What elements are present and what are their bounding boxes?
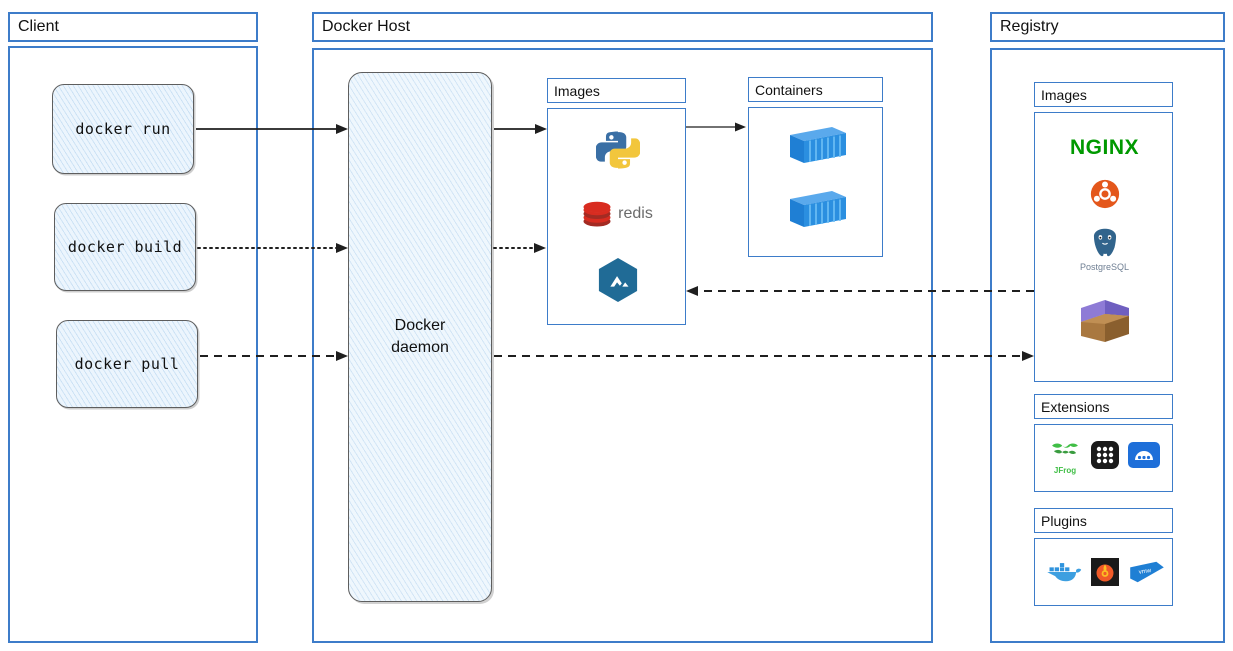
- redis-icon: redis: [548, 194, 687, 234]
- jfrog-icon: JFrog: [1045, 437, 1085, 479]
- client-title-label: Client: [18, 18, 59, 35]
- docker-build-box[interactable]: docker build: [54, 203, 196, 291]
- registry-plugins-title-label: Plugins: [1041, 512, 1087, 529]
- host-images-title-label: Images: [554, 82, 600, 99]
- docker-host-title-bar: Docker Host: [312, 12, 933, 42]
- host-containers-panel: [748, 107, 883, 257]
- registry-images-title-label: Images: [1041, 86, 1087, 103]
- nginx-icon: NGINX: [1035, 131, 1174, 165]
- edge-registry-images-to-host-images: [682, 280, 1036, 302]
- docker-pull-box[interactable]: docker pull: [56, 320, 198, 408]
- host-containers-title-bar: Containers: [748, 77, 883, 102]
- registry-images-title-bar: Images: [1034, 82, 1173, 107]
- edge-docker-pull-to-daemon: [200, 345, 356, 367]
- svg-text:vmw: vmw: [1138, 568, 1152, 576]
- docker-pull-label: docker pull: [74, 355, 180, 373]
- container-icon: [749, 116, 884, 172]
- package-box-icon: [1035, 291, 1174, 351]
- grid-apps-icon: [1089, 439, 1121, 471]
- edge-docker-build-to-daemon: [197, 237, 356, 259]
- registry-images-panel: NGINX PostgreSQL: [1034, 112, 1173, 382]
- nginx-wordmark: NGINX: [1069, 136, 1139, 159]
- ubuntu-icon: [1035, 175, 1174, 213]
- docker-run-box[interactable]: docker run: [52, 84, 194, 174]
- docker-run-label: docker run: [75, 120, 171, 138]
- host-images-title-bar: Images: [547, 78, 686, 103]
- docker-build-label: docker build: [67, 238, 183, 256]
- redis-wordmark: redis: [618, 205, 653, 222]
- registry-plugins-title-bar: Plugins: [1034, 508, 1173, 533]
- registry-plugins-panel: vmw: [1034, 538, 1173, 606]
- host-images-panel: redis: [547, 108, 686, 325]
- registry-title-bar: Registry: [990, 12, 1225, 42]
- python-icon: [548, 123, 687, 177]
- postgresql-wordmark: PostgreSQL: [1079, 261, 1130, 272]
- registry-extensions-title-label: Extensions: [1041, 398, 1110, 415]
- docker-daemon-label: Docker daemon: [391, 317, 449, 356]
- postgresql-icon: PostgreSQL: [1035, 221, 1174, 277]
- edge-daemon-to-host-images-solid: [494, 118, 554, 140]
- alpine-icon: [548, 254, 687, 306]
- grafana-icon: [1089, 555, 1121, 589]
- docker-daemon-box[interactable]: Docker daemon: [348, 72, 492, 602]
- client-title-bar: Client: [8, 12, 258, 42]
- edge-daemon-to-registry-images: [494, 345, 1040, 367]
- edge-host-images-to-containers: [686, 116, 752, 138]
- registry-extensions-panel: JFrog: [1034, 424, 1173, 492]
- registry-title-label: Registry: [1000, 18, 1059, 35]
- container-icon: [749, 180, 884, 236]
- disk-usage-icon: [1127, 439, 1161, 471]
- host-containers-title-label: Containers: [755, 81, 823, 98]
- registry-extensions-title-bar: Extensions: [1034, 394, 1173, 419]
- jfrog-wordmark: JFrog: [1053, 466, 1077, 475]
- edge-docker-run-to-daemon: [196, 118, 356, 140]
- docker-host-title-label: Docker Host: [322, 18, 411, 35]
- docker-whale-icon: [1043, 555, 1085, 589]
- edge-daemon-to-host-images-dotted: [493, 237, 554, 259]
- vmware-icon: vmw: [1127, 555, 1167, 589]
